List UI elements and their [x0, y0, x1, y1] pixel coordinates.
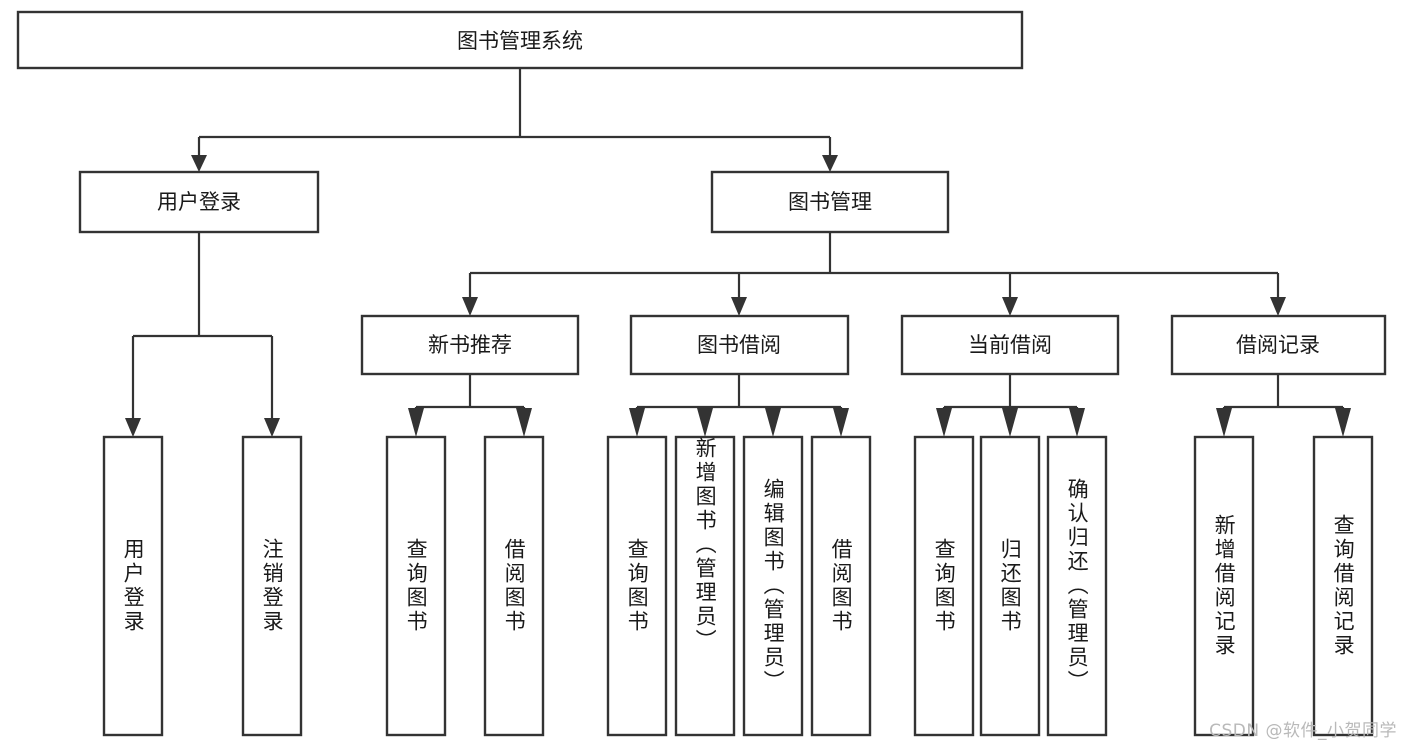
- node-new-book-recommend[interactable]: 新书推荐: [360, 314, 580, 376]
- node-borrow-record[interactable]: 借阅记录: [1170, 314, 1387, 376]
- node-new-book-recommend-label: 新书推荐: [428, 333, 512, 357]
- connector-current-borrow-to-leaves: [936, 374, 1085, 437]
- node-current-borrow[interactable]: 当前借阅: [900, 314, 1120, 376]
- connector-new-book-to-leaves: [408, 374, 532, 437]
- leaf-box-current-borrow-0[interactable]: [913, 435, 975, 737]
- leaf-box-user-login-0[interactable]: [102, 435, 164, 737]
- leaf-box-book-borrow-1[interactable]: [674, 435, 736, 737]
- connector-root-to-level2: [191, 68, 838, 172]
- node-root[interactable]: 图书管理系统: [16, 10, 1024, 70]
- connector-book-borrow-to-leaves: [629, 374, 849, 437]
- node-book-borrow-label: 图书借阅: [697, 333, 781, 357]
- connector-borrow-record-to-leaves: [1216, 374, 1351, 437]
- node-root-label: 图书管理系统: [457, 29, 583, 53]
- leaf-box-new-book-1[interactable]: [483, 435, 545, 737]
- node-book-management[interactable]: 图书管理: [710, 170, 950, 234]
- leaf-box-book-borrow-0[interactable]: [606, 435, 668, 737]
- csdn-watermark: CSDN @软件_小贺同学: [1209, 721, 1397, 741]
- connector-user-login-to-leaves: [125, 232, 280, 437]
- leaf-box-borrow-record-0[interactable]: [1193, 435, 1255, 737]
- leaf-box-book-borrow-3[interactable]: [810, 435, 872, 737]
- node-user-login-label: 用户登录: [157, 190, 241, 214]
- leaf-box-current-borrow-2[interactable]: [1046, 435, 1108, 737]
- node-current-borrow-label: 当前借阅: [968, 333, 1052, 357]
- connector-book-mgmt-to-level3: [462, 232, 1286, 316]
- leaf-box-borrow-record-1[interactable]: [1312, 435, 1374, 737]
- node-borrow-record-label: 借阅记录: [1236, 333, 1320, 357]
- leaf-box-user-login-1[interactable]: [241, 435, 303, 737]
- node-user-login[interactable]: 用户登录: [78, 170, 320, 234]
- leaf-box-book-borrow-2[interactable]: [742, 435, 804, 737]
- leaf-box-new-book-0[interactable]: [385, 435, 447, 737]
- leaf-box-current-borrow-1[interactable]: [979, 435, 1041, 737]
- node-book-management-label: 图书管理: [788, 190, 872, 214]
- node-book-borrow[interactable]: 图书借阅: [629, 314, 850, 376]
